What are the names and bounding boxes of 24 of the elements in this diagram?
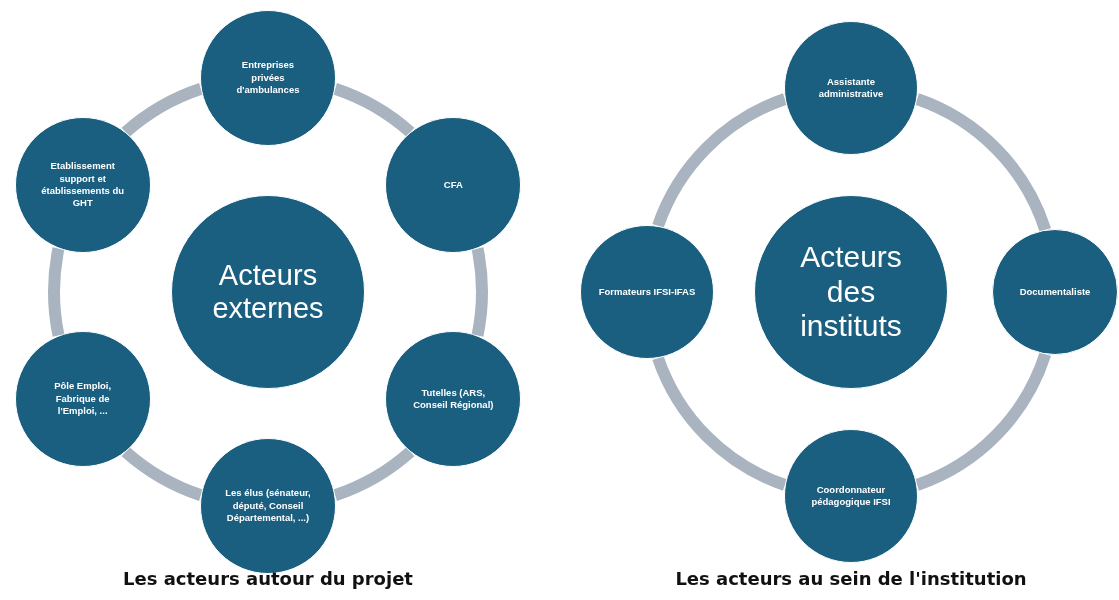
ring-connector	[914, 352, 1051, 491]
ring-connector	[48, 247, 65, 337]
circle-label: Acteurs externes	[211, 258, 325, 326]
circle-label: Les élus (sénateur, député, Conseil Départemental, ...)	[224, 487, 312, 525]
circle-label: Etablissement support et établissements du GHT	[40, 160, 126, 210]
circle-label: Documentaliste	[1019, 285, 1091, 299]
ring-connector	[121, 83, 204, 137]
circle-label: Entreprises privées d'ambulances	[235, 59, 301, 97]
circle-label: Coordonnateur pédagogique IFSI	[810, 483, 892, 509]
ring-connector	[914, 93, 1051, 232]
circle-label: CFA	[443, 178, 463, 192]
circle-label: Tutelles (ARS, Conseil Régional)	[412, 386, 495, 412]
ring-connector	[652, 355, 788, 491]
circle-label: Formateurs IFSI-IFAS	[598, 285, 696, 299]
ring-connector	[332, 83, 415, 137]
ring-connector	[332, 447, 415, 501]
ring-connector	[652, 93, 788, 229]
circle-label: Assistante administrative	[817, 75, 885, 101]
diagram-caption: Les acteurs autour du projet	[122, 568, 414, 589]
circle-label: Pôle Emploi, Fabrique de l'Emploi, ...	[53, 380, 113, 418]
ring-connector	[471, 247, 488, 337]
diagram-caption: Les acteurs au sein de l'institution	[674, 568, 1028, 589]
ring-connector	[121, 447, 204, 501]
circle-label: Acteurs des instituts	[799, 240, 903, 344]
